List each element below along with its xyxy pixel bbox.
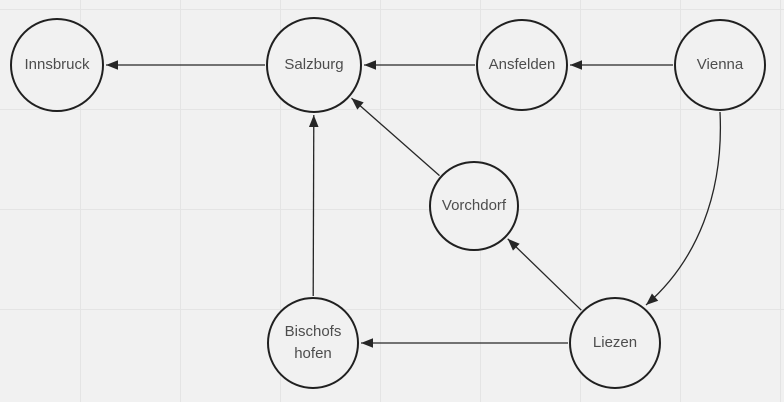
- node-label: Innsbruck: [24, 56, 90, 74]
- node-ansfelden[interactable]: Ansfelden: [476, 19, 568, 111]
- node-vienna[interactable]: Vienna: [674, 19, 766, 111]
- node-label: Ansfelden: [488, 56, 556, 74]
- node-label: Liezen: [592, 334, 638, 352]
- node-label: Salzburg: [284, 56, 344, 74]
- node-salzburg[interactable]: Salzburg: [266, 17, 362, 113]
- node-label: Vienna: [696, 56, 744, 74]
- node-label: Bischofs hofen: [284, 323, 342, 362]
- node-vorchdorf[interactable]: Vorchdorf: [429, 161, 519, 251]
- node-bischofshofen[interactable]: Bischofs hofen: [267, 297, 359, 389]
- node-innsbruck[interactable]: Innsbruck: [10, 18, 104, 112]
- node-label: Vorchdorf: [441, 197, 507, 215]
- node-liezen[interactable]: Liezen: [569, 297, 661, 389]
